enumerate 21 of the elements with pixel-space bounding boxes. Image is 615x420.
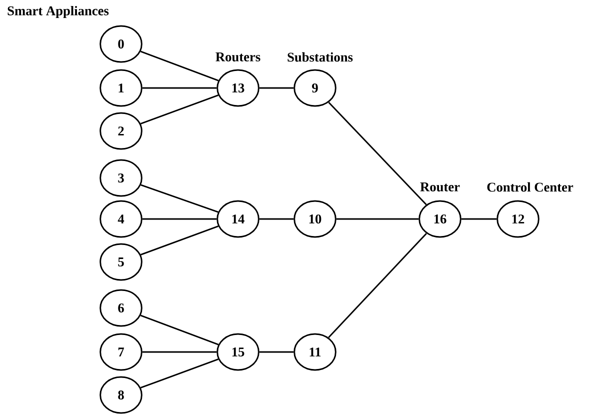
connector-line [142, 87, 217, 89]
connector-line [328, 232, 427, 338]
group-label: Substations [288, 52, 353, 62]
connector-line [259, 351, 294, 353]
connector-line [140, 50, 219, 82]
connector-line [328, 102, 427, 206]
group-label: Routers [216, 52, 260, 62]
connector-line [142, 351, 217, 353]
connector-line [140, 358, 219, 388]
connector-line [140, 94, 219, 124]
connector-line [140, 226, 219, 256]
connector-line [259, 218, 294, 220]
connector-line [142, 218, 217, 220]
connector-line [140, 314, 219, 346]
group-label: Smart Appliances [8, 6, 109, 18]
group-label: Router [420, 182, 460, 192]
connector-line [259, 87, 294, 89]
connector-line [140, 184, 218, 213]
connector-line [461, 218, 497, 220]
connector-line [336, 218, 419, 220]
group-label: Control Center [487, 182, 574, 192]
